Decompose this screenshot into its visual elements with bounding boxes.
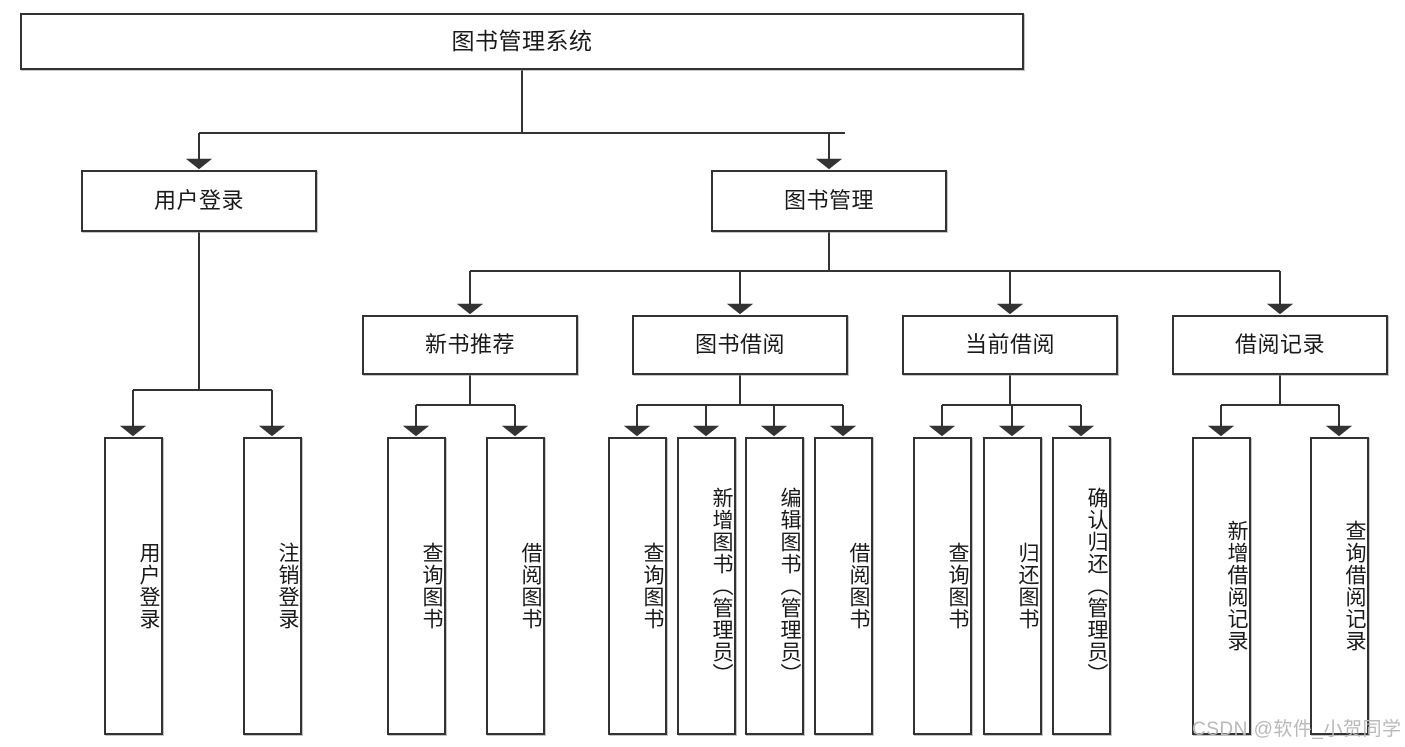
leaf-add-book[interactable]: 新增图书（管理员）: [677, 437, 736, 735]
leaf-add-record[interactable]: 新增借阅记录: [1192, 437, 1251, 735]
node-root-label: 图书管理系统: [451, 27, 593, 54]
node-user-login[interactable]: 用户登录: [81, 170, 317, 232]
node-user-login-label: 用户登录: [153, 187, 244, 213]
node-root[interactable]: 图书管理系统: [20, 13, 1024, 70]
leaf-confirm-return-label: 确认归还（管理员）: [1085, 487, 1108, 685]
leaf-add-record-label: 新增借阅记录: [1225, 520, 1248, 652]
leaf-user-login-label: 用户登录: [137, 542, 160, 630]
leaf-query-book-1-label: 查询图书: [420, 542, 443, 630]
leaf-query-book-1[interactable]: 查询图书: [387, 437, 446, 735]
node-book-borrow-label: 图书借阅: [694, 331, 785, 357]
leaf-logout-label: 注销登录: [276, 542, 299, 630]
leaf-return-book[interactable]: 归还图书: [983, 437, 1042, 735]
node-borrow-record-label: 借阅记录: [1234, 331, 1325, 357]
leaf-query-book-2-label: 查询图书: [641, 542, 664, 630]
watermark: CSDN @软件_小贺同学: [1192, 719, 1402, 740]
node-new-book-rec[interactable]: 新书推荐: [362, 315, 578, 375]
leaf-borrow-book-2[interactable]: 借阅图书: [814, 437, 873, 735]
leaf-query-book-3[interactable]: 查询图书: [913, 437, 972, 735]
leaf-edit-book[interactable]: 编辑图书（管理员）: [745, 437, 804, 735]
node-current-borrow[interactable]: 当前借阅: [902, 315, 1118, 375]
leaf-borrow-book-1[interactable]: 借阅图书: [486, 437, 545, 735]
leaf-query-record-label: 查询借阅记录: [1343, 520, 1366, 652]
leaf-confirm-return[interactable]: 确认归还（管理员）: [1052, 437, 1111, 735]
leaf-query-record[interactable]: 查询借阅记录: [1310, 437, 1369, 735]
node-current-borrow-label: 当前借阅: [964, 331, 1055, 357]
leaf-return-book-label: 归还图书: [1016, 542, 1039, 630]
leaf-borrow-book-2-label: 借阅图书: [847, 542, 870, 630]
node-book-borrow[interactable]: 图书借阅: [632, 315, 848, 375]
node-book-manage[interactable]: 图书管理: [711, 170, 947, 232]
node-new-book-rec-label: 新书推荐: [424, 331, 515, 357]
leaf-user-login[interactable]: 用户登录: [104, 437, 163, 735]
leaf-borrow-book-1-label: 借阅图书: [519, 542, 542, 630]
leaf-logout[interactable]: 注销登录: [243, 437, 302, 735]
node-book-manage-label: 图书管理: [783, 187, 874, 213]
node-borrow-record[interactable]: 借阅记录: [1172, 315, 1388, 375]
leaf-edit-book-label: 编辑图书（管理员）: [778, 487, 801, 685]
leaf-query-book-2[interactable]: 查询图书: [608, 437, 667, 735]
leaf-query-book-3-label: 查询图书: [946, 542, 969, 630]
leaf-add-book-label: 新增图书（管理员）: [710, 487, 733, 685]
